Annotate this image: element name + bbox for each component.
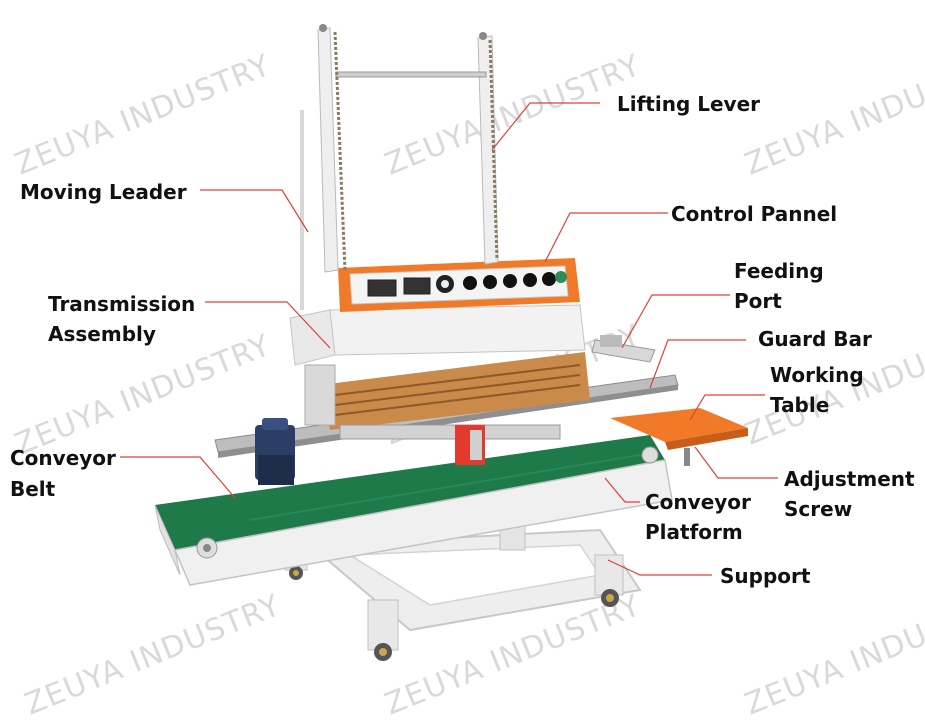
callout-line-transmission — [205, 301, 331, 349]
label-conveyor-platform-2: Platform — [645, 520, 743, 544]
label-conveyor-platform-1: Conveyor — [645, 490, 751, 514]
callout-line-lifting-lever — [491, 102, 600, 151]
callout-line-guard-bar — [649, 339, 746, 389]
label-feeding-port-1: Feeding — [734, 259, 824, 283]
label-guard-bar: Guard Bar — [758, 327, 872, 351]
callout-line-working-table — [689, 394, 765, 421]
label-transmission-1: Transmission — [48, 292, 196, 316]
callout-line-control-pannel — [544, 212, 668, 263]
label-control-pannel: Control Pannel — [671, 202, 838, 226]
label-adjustment-screw-1: Adjustment — [784, 467, 915, 491]
label-working-table-1: Working — [770, 363, 864, 387]
label-working-table-2: Table — [770, 393, 830, 417]
label-conveyor-belt-1: Conveyor — [10, 446, 116, 470]
label-adjustment-screw-2: Screw — [784, 497, 853, 521]
callout-lines — [120, 102, 778, 576]
label-moving-leader: Moving Leader — [20, 180, 187, 204]
label-conveyor-belt-2: Belt — [10, 477, 56, 501]
motor — [255, 418, 295, 485]
support-frame — [284, 504, 642, 661]
working-table — [610, 408, 748, 466]
label-feeding-port-2: Port — [734, 289, 782, 313]
callout-line-adjustment-screw — [694, 446, 778, 479]
transmission-assembly — [289, 304, 590, 465]
label-transmission-2: Assembly — [48, 322, 156, 346]
feeding-port — [591, 335, 656, 363]
conveyor-platform — [154, 435, 673, 586]
lifting-frame — [300, 24, 499, 310]
callout-line-feeding-port — [621, 294, 730, 349]
label-lifting-lever: Lifting Lever — [617, 92, 761, 116]
callout-line-support — [607, 559, 712, 576]
machine-diagram: ZEUYA INDUSTRY ZEUYA INDUSTRY ZEUYA INDU… — [10, 24, 925, 722]
callout-line-moving-leader — [200, 189, 309, 233]
callout-line-conveyor-belt — [120, 456, 236, 499]
label-support: Support — [720, 564, 811, 588]
callout-line-conveyor-platform — [604, 477, 640, 503]
machine-illustration — [120, 24, 778, 661]
control-panel — [338, 258, 580, 312]
